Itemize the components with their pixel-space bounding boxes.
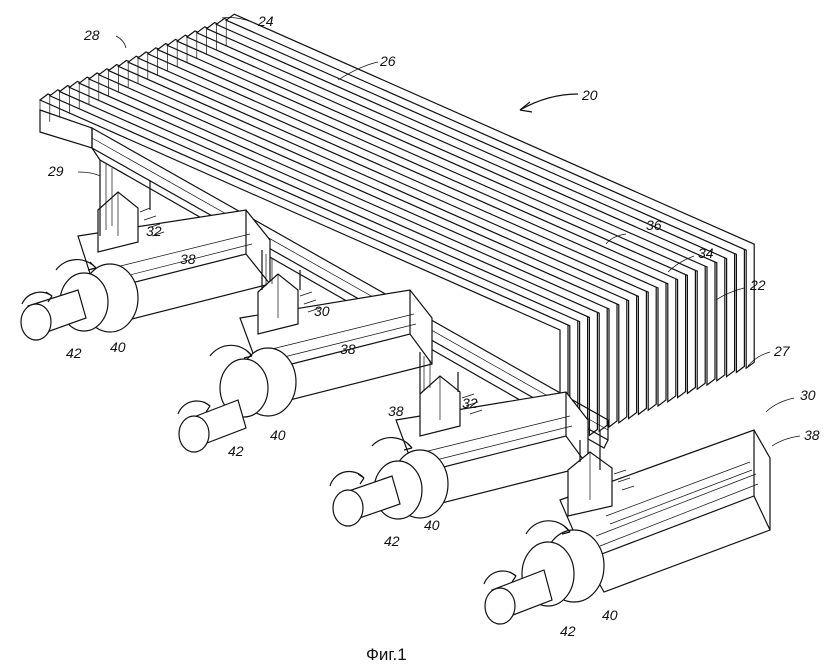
roller-assembly-2 bbox=[177, 273, 433, 453]
label-38-c: 38 bbox=[804, 427, 820, 443]
fin-plate bbox=[136, 51, 667, 408]
label-28: 28 bbox=[83, 27, 100, 43]
label-30-a: 30 bbox=[314, 303, 330, 319]
label-24: 24 bbox=[257, 13, 274, 29]
label-30-b: 30 bbox=[800, 387, 816, 403]
reference-numerals: 24 28 26 20 29 32 38 30 38 42 40 36 34 2… bbox=[47, 13, 820, 664]
figure-caption: Фиг.1 bbox=[366, 645, 407, 664]
leader-lines bbox=[77, 17, 801, 447]
fin-plate bbox=[156, 42, 687, 399]
label-32-a: 32 bbox=[146, 223, 162, 239]
fin-plate bbox=[68, 80, 598, 437]
fin-stack bbox=[38, 13, 755, 450]
label-20: 20 bbox=[581, 87, 598, 103]
fin-plate bbox=[78, 76, 608, 433]
label-26: 26 bbox=[379, 53, 396, 69]
fin-plate bbox=[225, 13, 755, 370]
support-struts bbox=[99, 160, 601, 470]
label-29: 29 bbox=[47, 163, 64, 179]
label-22: 22 bbox=[749, 277, 766, 293]
fin-plate bbox=[97, 68, 628, 424]
label-40-a: 40 bbox=[110, 339, 126, 355]
label-36: 36 bbox=[646, 217, 662, 233]
label-32-b: 32 bbox=[462, 395, 478, 411]
fin-plate bbox=[87, 72, 618, 429]
fin-plate bbox=[146, 47, 677, 403]
fin-plate bbox=[117, 59, 647, 416]
roller-assembly-1 bbox=[20, 191, 271, 341]
roller-assembly-3 bbox=[329, 375, 589, 527]
fin-plate bbox=[195, 26, 726, 382]
label-40-b: 40 bbox=[270, 427, 286, 443]
fin-plate bbox=[205, 21, 736, 378]
label-27: 27 bbox=[773, 343, 791, 359]
label-42-a: 42 bbox=[66, 345, 82, 361]
label-40-d: 40 bbox=[602, 607, 618, 623]
label-42-d: 42 bbox=[560, 623, 576, 639]
fin-plate bbox=[127, 55, 657, 412]
fin-plate bbox=[176, 34, 706, 391]
fin-plate bbox=[185, 30, 716, 387]
label-38-d: 38 bbox=[388, 403, 404, 419]
label-42-c: 42 bbox=[384, 533, 400, 549]
label-40-c: 40 bbox=[424, 517, 440, 533]
fin-plate bbox=[215, 17, 745, 374]
label-34: 34 bbox=[698, 245, 714, 261]
roller-assembly-4 bbox=[483, 429, 771, 625]
label-38-a: 38 bbox=[180, 251, 196, 267]
fin-plate bbox=[107, 63, 638, 420]
fin-plate bbox=[166, 38, 696, 395]
label-38-b: 38 bbox=[340, 341, 356, 357]
label-42-b: 42 bbox=[228, 443, 244, 459]
